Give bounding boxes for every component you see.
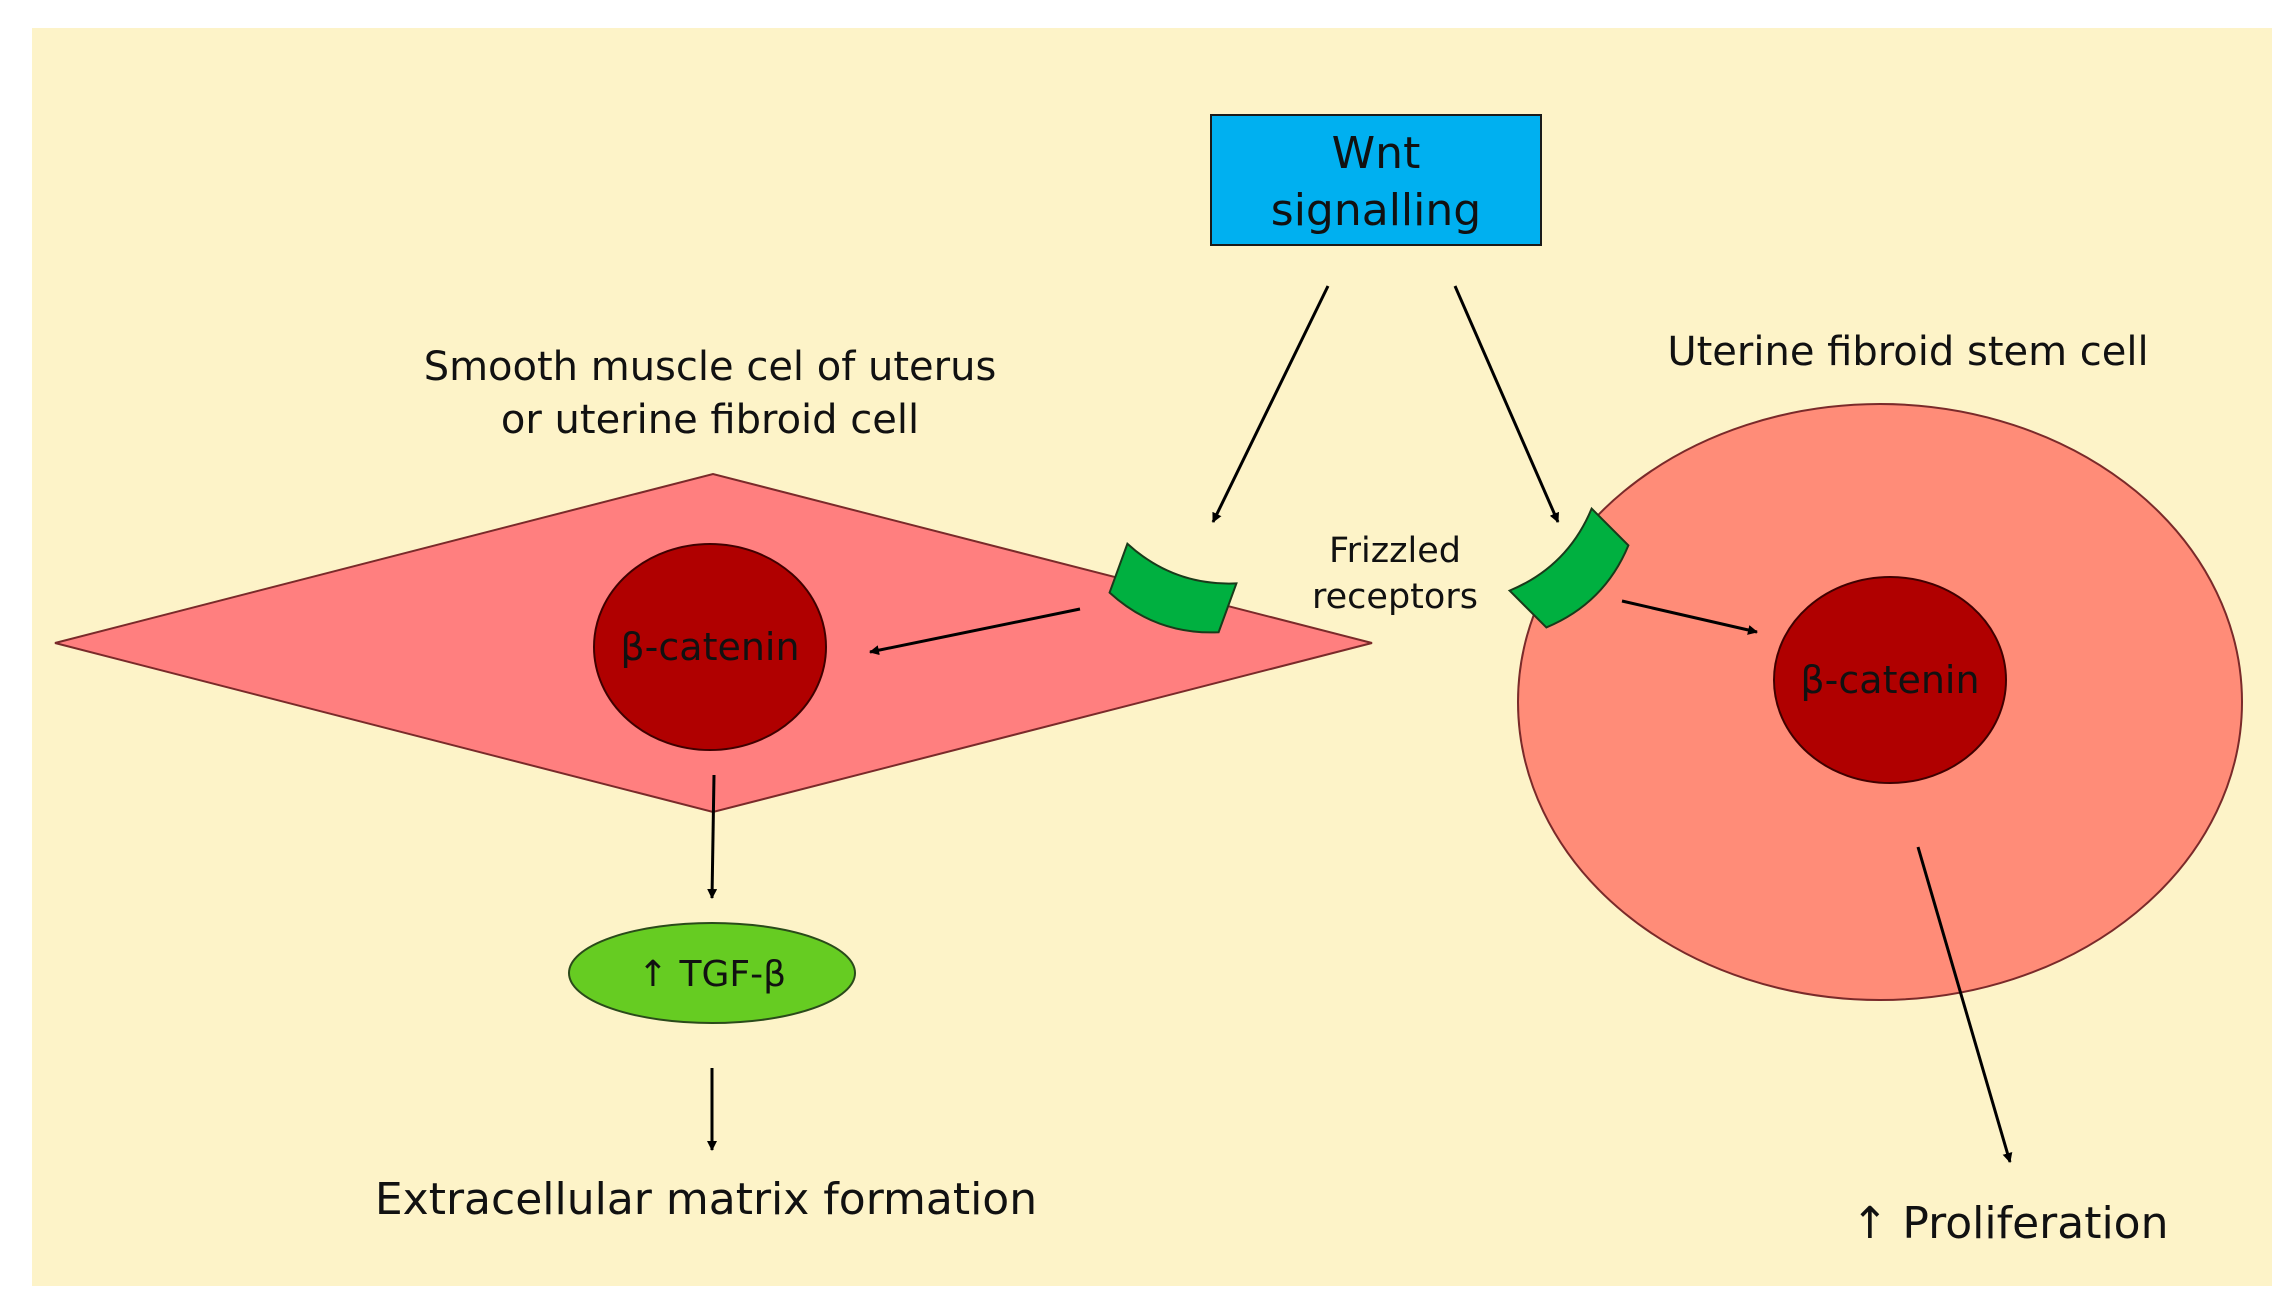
- tgf-beta-ellipse: [568, 922, 856, 1024]
- stem-cell-title: Uterine fibroid stem cell: [1667, 329, 2148, 375]
- nucleus-right-label: β-catenin: [1800, 658, 1979, 702]
- arrow-wnt-to-right-receptor: [1453, 285, 1560, 523]
- arrow-left-receptor-to-nucleus: [869, 607, 1081, 656]
- arrow-wnt-to-left-receptor: [1211, 285, 1330, 523]
- smooth-cell-title-line1: Smooth muscle cel of uterus: [424, 344, 997, 390]
- nucleus-left-label: β-catenin: [620, 625, 799, 669]
- tgf-beta-label: ↑ TGF-β: [638, 954, 786, 995]
- arrow-nucleus-to-tgf: [707, 774, 718, 899]
- wnt-box-line1: Wnt: [1332, 128, 1421, 179]
- nucleus-left: [593, 543, 827, 751]
- smooth-cell-title-line2: or uterine fibroid cell: [501, 397, 919, 443]
- nucleus-right: [1773, 576, 2007, 784]
- wnt-signalling-box: [1210, 114, 1542, 246]
- arrow-right-receptor-to-nucleus: [1621, 599, 1758, 635]
- receptors-label-line1: Frizzled: [1329, 531, 1461, 571]
- wnt-box-line2: signalling: [1271, 185, 1481, 236]
- frizzled-receptor-left: [1108, 541, 1238, 634]
- proliferation-label: ↑ Proliferation: [1851, 1198, 2168, 1249]
- frizzled-receptor-right: [1507, 506, 1630, 629]
- arrow-nucleus-to-proliferation: [1916, 846, 2013, 1163]
- ecm-formation-label: Extracellular matrix formation: [375, 1174, 1037, 1225]
- receptors-label-line2: receptors: [1312, 577, 1478, 617]
